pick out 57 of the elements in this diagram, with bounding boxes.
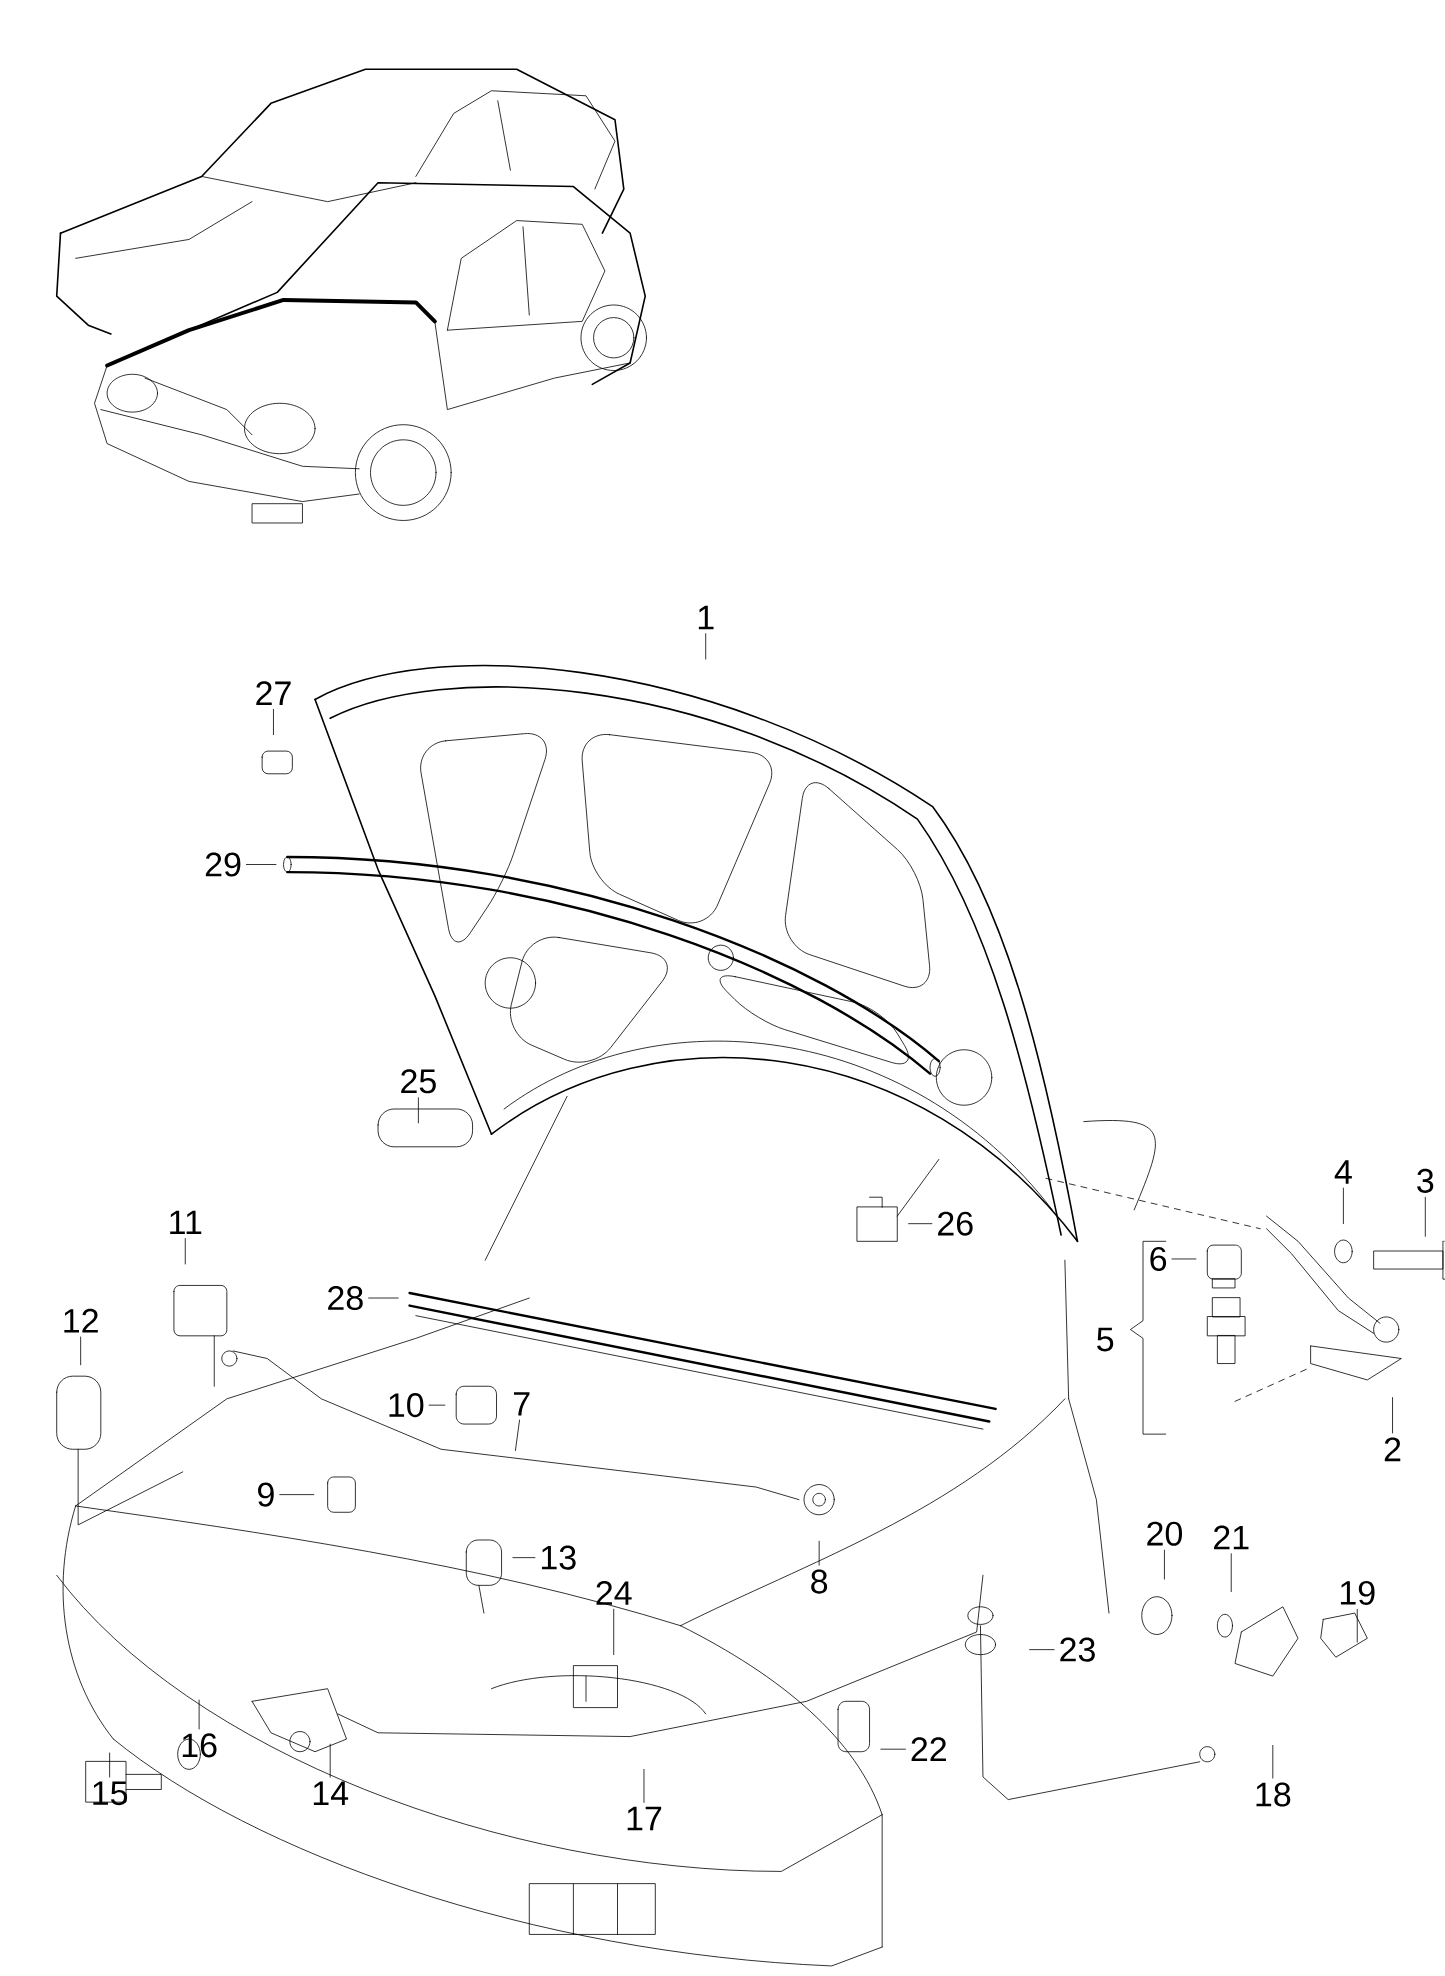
leader-line: [908, 1223, 933, 1225]
callout-number: 19: [1340, 1580, 1375, 1605]
leader-line: [184, 1238, 186, 1265]
callout-number: 6: [1150, 1246, 1166, 1271]
leader-line: [613, 1608, 614, 1656]
leader-line: [1230, 1553, 1232, 1593]
callout-number: 17: [627, 1806, 661, 1831]
leader-line: [1424, 1196, 1426, 1237]
leader-line: [329, 1743, 331, 1778]
leader-line: [109, 1752, 110, 1778]
leader-line: [818, 1540, 820, 1566]
leader-line: [1272, 1745, 1273, 1779]
callout-number: 7: [513, 1392, 530, 1416]
leader-line: [80, 1336, 81, 1366]
leader-line: [514, 1419, 520, 1451]
leader-line: [368, 1297, 399, 1299]
leader-line: [198, 1699, 200, 1730]
leader-line: [417, 1097, 419, 1124]
leader-line: [428, 1404, 446, 1406]
leader-line: [1356, 1608, 1358, 1643]
callout-number: 8: [810, 1569, 827, 1594]
callout-number: 29: [205, 852, 241, 877]
leader-line: [512, 1557, 536, 1559]
leader-line: [1391, 1397, 1393, 1434]
callout-number: 18: [1256, 1782, 1291, 1807]
callout-number: 1: [698, 605, 714, 630]
callout-number: 24: [596, 1581, 632, 1605]
callout-number: 14: [313, 1781, 348, 1805]
callout-number: 10: [389, 1393, 424, 1418]
callout-number: 16: [182, 1733, 217, 1758]
callout-number: 28: [327, 1286, 363, 1311]
leader-line: [1342, 1187, 1344, 1225]
callout-number: 3: [1416, 1168, 1434, 1193]
callout-number: 9: [257, 1482, 274, 1507]
callout-number: 21: [1213, 1525, 1249, 1550]
leader-line: [272, 709, 274, 736]
callout-number: 27: [256, 681, 291, 705]
leader-line: [1028, 1649, 1055, 1651]
leader-line: [1171, 1258, 1197, 1260]
callout-number: 26: [937, 1211, 973, 1236]
callout-number: 20: [1147, 1521, 1182, 1546]
callout-number: 22: [911, 1737, 946, 1762]
callout-number: 5: [1096, 1327, 1113, 1352]
leader-line: [705, 633, 706, 660]
callout-number: 2: [1384, 1437, 1401, 1462]
leader-line: [279, 1494, 314, 1495]
leader-line: [1163, 1549, 1165, 1580]
callout-number: 4: [1334, 1160, 1352, 1184]
callout-number: 23: [1060, 1637, 1095, 1662]
callout-number: 12: [64, 1308, 98, 1333]
callout-number: 25: [401, 1069, 436, 1094]
callout-number: 11: [170, 1210, 202, 1235]
callout-number: 13: [541, 1545, 576, 1570]
leader-line: [245, 864, 277, 865]
leader-line: [643, 1768, 645, 1803]
callout-number: 15: [93, 1781, 127, 1806]
leader-line: [880, 1748, 906, 1750]
